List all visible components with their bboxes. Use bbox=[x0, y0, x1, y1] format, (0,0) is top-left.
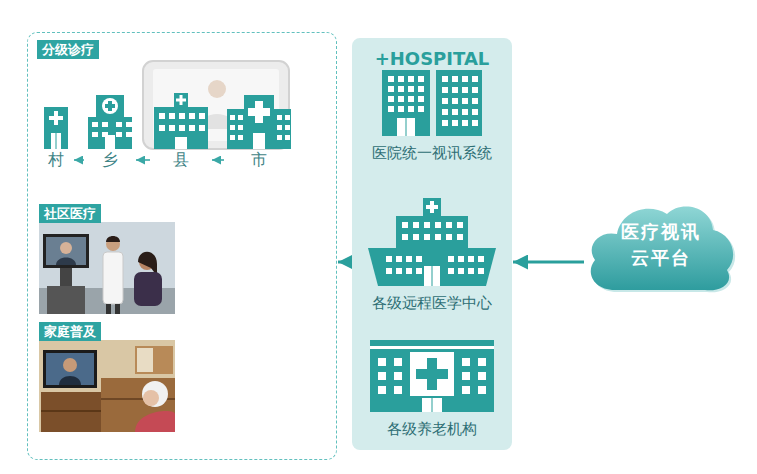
facility-label: 医院统一视讯系统 bbox=[362, 142, 502, 164]
level-label: 村 bbox=[39, 149, 73, 171]
facility-node: 村 bbox=[39, 93, 73, 171]
flow-arrow bbox=[212, 159, 224, 161]
hospital-icon bbox=[366, 70, 498, 136]
section-tag: 家庭普及 bbox=[39, 322, 101, 341]
facility-label: 各级远程医学中心 bbox=[364, 292, 500, 314]
facility-label: 各级养老机构 bbox=[364, 418, 500, 440]
cloud-node: 医疗视讯 云平台 bbox=[585, 196, 737, 294]
facility-node: 县 bbox=[151, 93, 211, 171]
flow-arrow bbox=[513, 261, 584, 264]
level-label: 县 bbox=[151, 149, 211, 171]
care-home-icon bbox=[366, 336, 498, 412]
medical-center-icon bbox=[366, 198, 498, 286]
clinic-icon bbox=[41, 93, 71, 149]
facility-node: 乡 bbox=[85, 93, 135, 171]
level-label: 市 bbox=[225, 149, 293, 171]
section-tag: 社区医疗 bbox=[39, 204, 101, 223]
flow-arrow bbox=[74, 159, 84, 161]
flow-arrow bbox=[338, 261, 351, 264]
level-label: 乡 bbox=[85, 149, 135, 171]
system-panel: +HOSPITAL 医院统一视讯系统各级远程医学中心各级养老机构 bbox=[352, 38, 512, 450]
section-block: 社区医疗 bbox=[39, 203, 175, 315]
home-photo bbox=[39, 340, 175, 432]
section-block: 分级诊疗村乡县市 bbox=[37, 39, 307, 175]
region-panel: 分级诊疗村乡县市社区医疗家庭普及 bbox=[27, 32, 337, 460]
clinic-photo bbox=[39, 222, 175, 314]
sign-text: +HOSPITAL bbox=[362, 48, 502, 70]
hospital-icon bbox=[227, 93, 291, 149]
section-block: 家庭普及 bbox=[39, 321, 175, 433]
cloud-label: 医疗视讯 云平台 bbox=[618, 219, 704, 271]
section-tag: 分级诊疗 bbox=[37, 40, 99, 59]
clinic-icon bbox=[87, 93, 133, 149]
hospital-icon bbox=[153, 93, 209, 149]
cloud-shape bbox=[585, 196, 737, 294]
facility-node: 市 bbox=[225, 93, 293, 171]
facility-node: 各级养老机构 bbox=[364, 336, 500, 446]
facility-node: 各级远程医学中心 bbox=[364, 198, 500, 322]
facility-node: +HOSPITAL 医院统一视讯系统 bbox=[362, 48, 502, 176]
flow-arrow bbox=[136, 159, 150, 161]
